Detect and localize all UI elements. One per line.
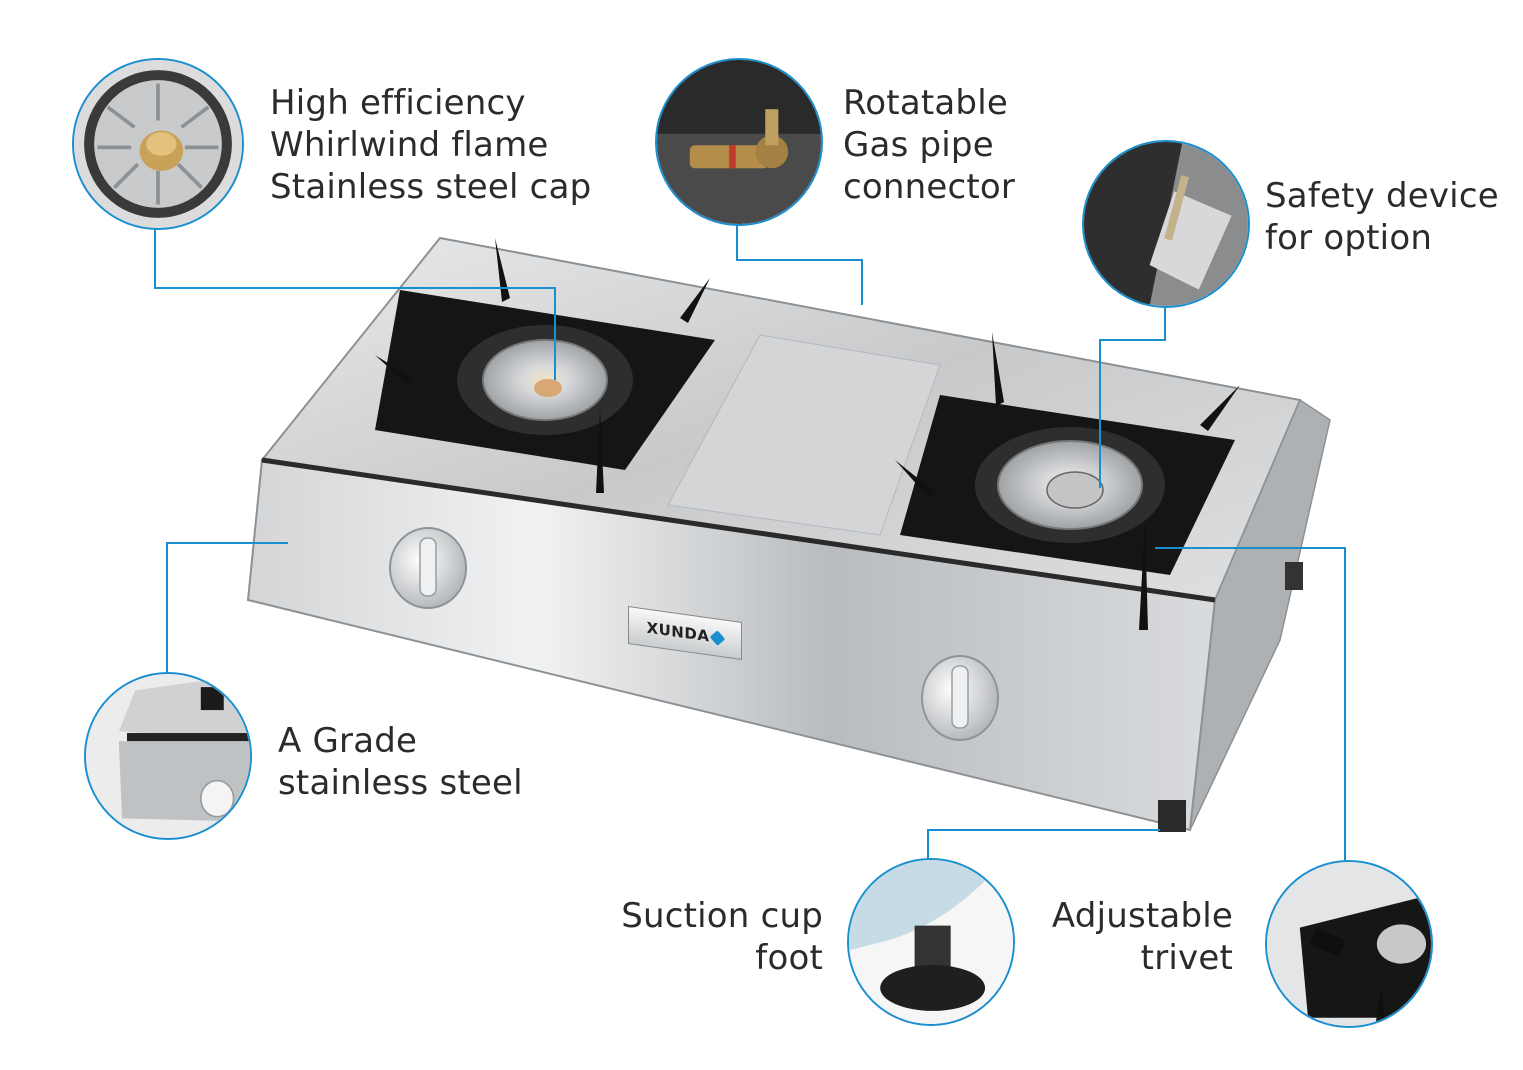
stainless-steel-detail-bubble	[84, 672, 252, 840]
suction-foot-detail-bubble	[847, 858, 1015, 1026]
connector-label-line-2: Gas pipe	[843, 125, 994, 165]
trivet-icon	[1267, 862, 1431, 1026]
burner-label-line-2: Whirlwind flame	[270, 125, 549, 165]
steel-panel-icon	[86, 674, 250, 838]
connector-label-line-1: Rotatable	[843, 83, 1008, 123]
stove-side-panel	[1189, 398, 1331, 831]
burner-detail-bubble	[72, 58, 244, 230]
steel-feature-label: A Grade stainless steel	[278, 720, 523, 804]
burner-label-line-1: High efficiency	[270, 83, 526, 123]
burner-label-line-3: Stainless steel cap	[270, 167, 592, 207]
safety-label-line-2: for option	[1265, 218, 1433, 258]
foot-label-line-1: Suction cup	[621, 896, 823, 936]
stove-foot-rear	[1285, 562, 1303, 590]
stove-foot-front	[1158, 800, 1186, 832]
steel-label-line-2: stainless steel	[278, 763, 523, 803]
trivet-label-line-1: Adjustable	[1051, 896, 1233, 936]
burner-cap-icon	[74, 60, 242, 228]
safety-label-line-1: Safety device	[1265, 176, 1499, 216]
foot-label-line-2: foot	[755, 938, 823, 978]
steel-label-line-1: A Grade	[278, 721, 418, 761]
trivet-feature-label: Adjustable trivet	[1052, 895, 1233, 979]
brand-logo-icon	[710, 629, 726, 646]
safety-device-detail-bubble	[1082, 140, 1250, 308]
trivet-detail-bubble	[1265, 860, 1433, 1028]
right-knob	[921, 655, 999, 741]
left-burner	[375, 238, 715, 493]
right-burner	[895, 332, 1240, 630]
connector-label-line-3: connector	[843, 167, 1016, 207]
foot-feature-label: Suction cup foot	[621, 895, 823, 979]
suction-cup-foot-icon	[849, 860, 1013, 1024]
left-knob	[389, 527, 467, 609]
leader-lines	[154, 222, 1346, 862]
brand-name: XUNDA	[646, 618, 710, 646]
trivet-label-line-2: trivet	[1140, 938, 1233, 978]
safety-feature-label: Safety device for option	[1265, 175, 1499, 259]
burner-feature-label: High efficiency Whirlwind flame Stainles…	[270, 82, 591, 208]
connector-feature-label: Rotatable Gas pipe connector	[843, 82, 1015, 208]
connector-detail-bubble	[655, 58, 823, 226]
safety-device-icon	[1084, 142, 1248, 306]
gas-connector-icon	[657, 60, 821, 224]
